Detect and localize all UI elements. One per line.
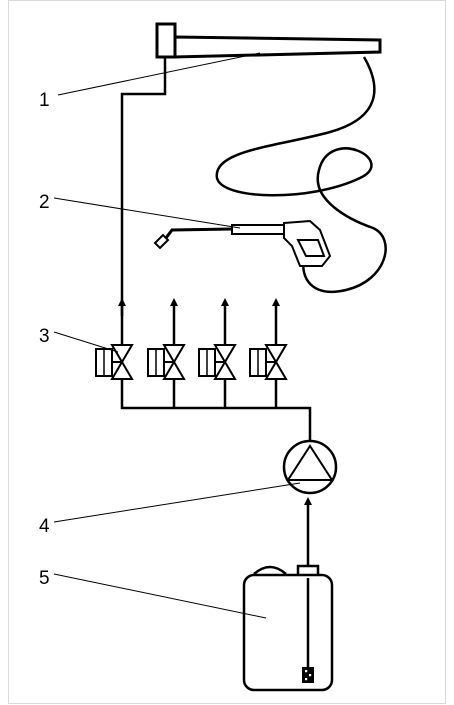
valve-icon: [198, 297, 237, 380]
leader-line-1: [57, 52, 261, 96]
valve-icon: [147, 297, 186, 380]
valve-icon: [95, 297, 134, 380]
boom-arm-icon: [155, 22, 382, 59]
valve-manifold: [95, 297, 288, 380]
valve-icon: [249, 297, 288, 380]
manifold-header-line: [120, 379, 312, 441]
leader-line-5: [53, 573, 267, 619]
suction-filter-icon: [302, 667, 314, 683]
callout-label-4: 4: [39, 516, 50, 537]
callout-leaders: [53, 52, 301, 619]
spray-gun-icon: [153, 219, 332, 267]
hose-icon: [215, 56, 387, 293]
container-icon: [242, 564, 334, 692]
leader-line-4: [53, 482, 301, 523]
callout-label-3: 3: [39, 326, 50, 347]
callout-label-1: 1: [39, 90, 50, 111]
figure-frame: [8, 0, 446, 704]
callout-label-5: 5: [39, 568, 50, 589]
callout-label-2: 2: [39, 192, 50, 213]
supply-line: [120, 68, 167, 316]
leader-line-2: [53, 197, 241, 229]
leader-line-3: [53, 331, 119, 353]
pump-icon: [282, 439, 338, 495]
